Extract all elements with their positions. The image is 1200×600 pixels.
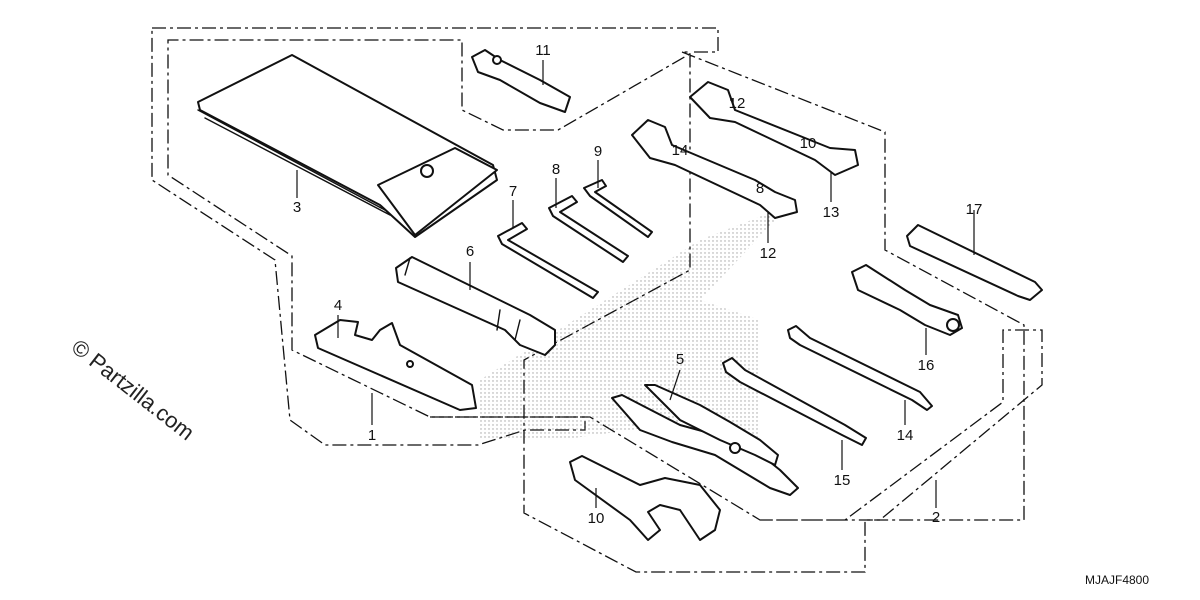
callout-6: 6: [466, 243, 474, 260]
open-end-wrench-12x10: 12 10: [689, 81, 859, 176]
screwdriver-handle: [851, 264, 963, 336]
small-wrench: [471, 49, 571, 113]
spark-plug-wrench: [395, 256, 556, 356]
callout-11: 11: [535, 42, 551, 59]
hex-key-large: [497, 222, 599, 299]
callout-2: 2: [932, 509, 940, 526]
callout-1: 1: [368, 427, 376, 444]
callout-15: 15: [834, 472, 851, 489]
screwdriver-bit-phillips: [787, 325, 933, 411]
callout-14: 14: [897, 427, 914, 444]
hex-key-small: [583, 179, 653, 238]
tool-bag: [197, 54, 498, 238]
callout-7: 7: [509, 183, 517, 200]
callout-17: 17: [966, 201, 983, 218]
hex-key-medium: [548, 195, 629, 263]
callout-8: 8: [552, 161, 560, 178]
kit-outline-3: [430, 329, 1043, 521]
callout-5: 5: [676, 351, 684, 368]
watermark-text: © Partzilla.com: [67, 334, 199, 445]
leader-lines: [296, 60, 975, 508]
callout-4: 4: [334, 297, 342, 314]
callout-12: 12: [760, 245, 777, 262]
screwdriver-bit-flat: [722, 357, 867, 446]
wrench-12-mark-b: 8: [756, 180, 764, 197]
callout-9: 9: [594, 143, 602, 160]
callout-10: 10: [588, 510, 605, 527]
wrench-13-mark-b: 10: [800, 135, 817, 152]
pin-spanner-wrench: [314, 319, 477, 411]
callout-3: 3: [293, 199, 301, 216]
open-end-wrench-14x8: 14 8: [631, 119, 798, 219]
shading-pattern: [480, 205, 790, 440]
handle-grip: [906, 224, 1043, 301]
pliers: [611, 384, 799, 496]
diagram-code: MJAJF4800: [1085, 573, 1149, 587]
callout-16: 16: [918, 357, 935, 374]
callout-13: 13: [823, 204, 840, 221]
wrench-12-mark-a: 14: [672, 142, 689, 159]
kit-outline-2: [523, 51, 1025, 573]
spanner-wrench: [569, 455, 721, 541]
wrench-13-mark-a: 12: [729, 95, 746, 112]
